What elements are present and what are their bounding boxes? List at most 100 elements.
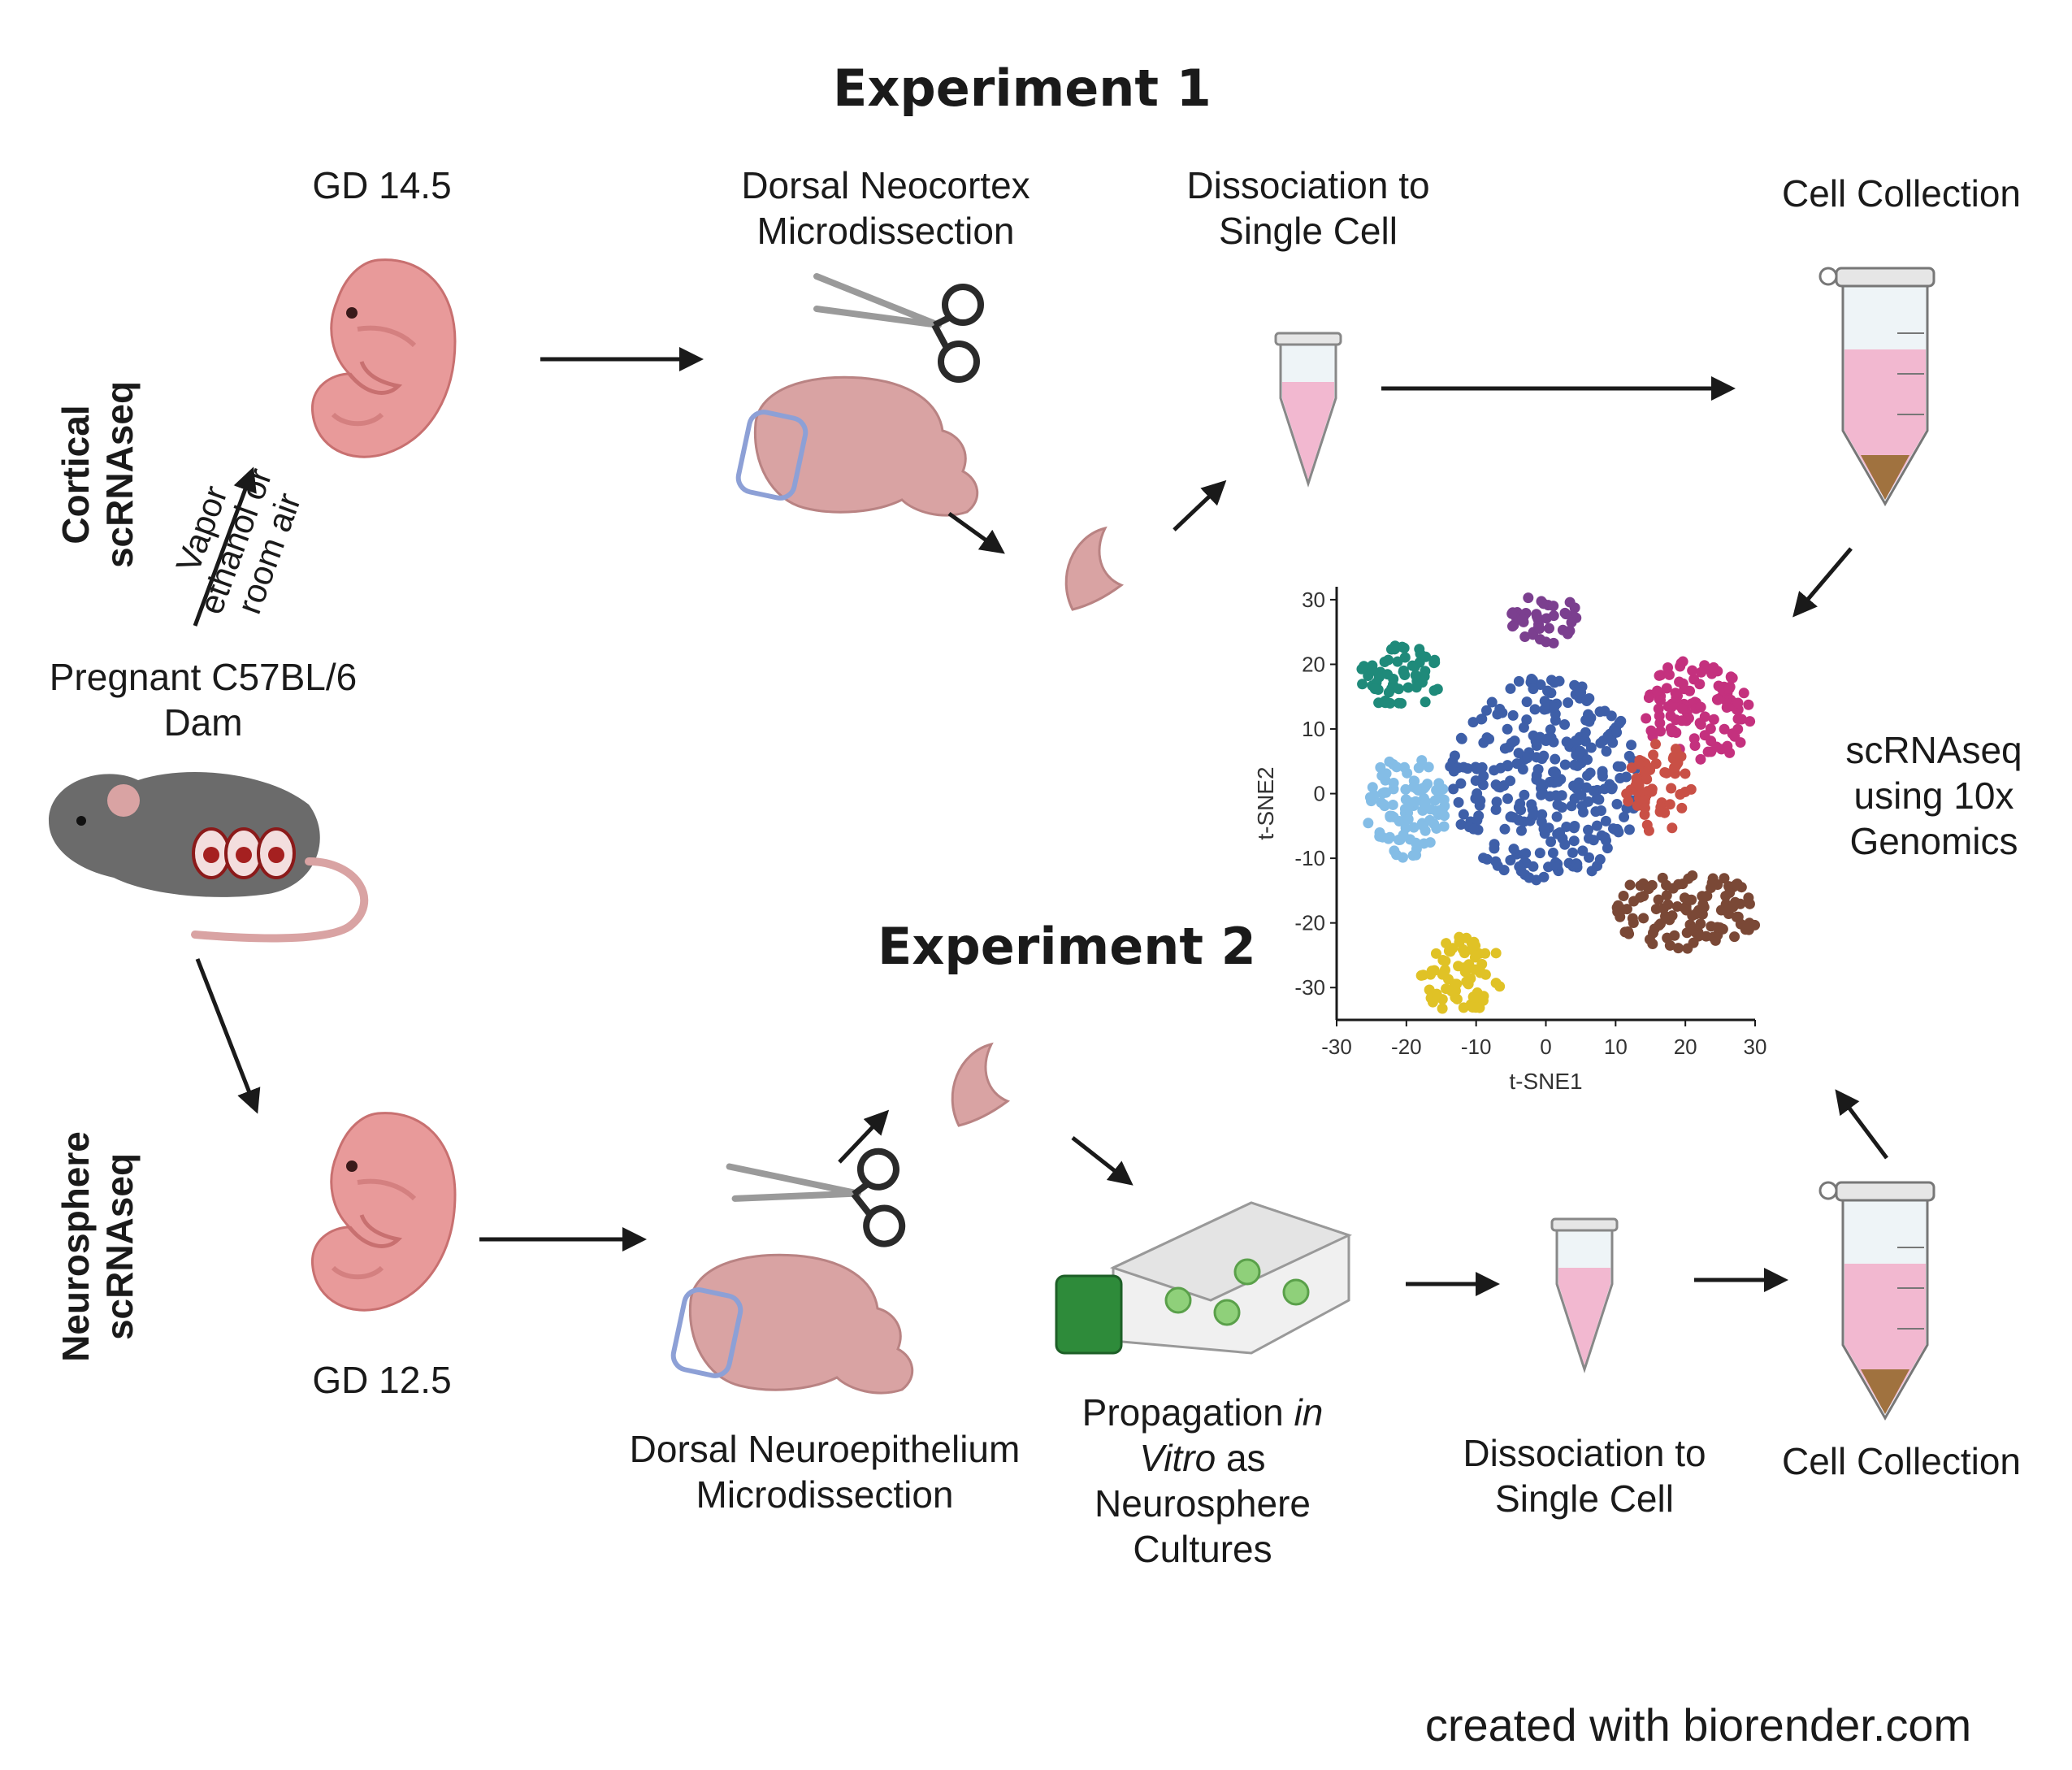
- x-axis-label: t-SNE1: [1509, 1069, 1582, 1094]
- scatter-point: [1387, 799, 1398, 810]
- scatter-point: [1424, 804, 1436, 815]
- scatter-point: [1467, 991, 1479, 1003]
- scatter-point: [1357, 679, 1368, 690]
- dorsal-neocortex-label: Dorsal Neocortex Microdissection: [741, 164, 1030, 252]
- scrnaseq-10x-label: scRNAseq using 10x Genomics: [1845, 729, 2022, 862]
- scatter-point: [1552, 799, 1563, 810]
- scatter-point: [1451, 993, 1463, 1004]
- embryo-gd125-icon: [312, 1113, 455, 1311]
- scatter-point: [1377, 831, 1389, 843]
- scatter-point: [1461, 976, 1472, 987]
- y-tick-label: 20: [1302, 652, 1325, 676]
- scatter-point: [1697, 891, 1708, 902]
- scatter-point: [1439, 800, 1450, 812]
- scatter-point: [1655, 726, 1667, 737]
- cell-collection-1-label: Cell Collection: [1781, 172, 2021, 215]
- scatter-point: [1676, 802, 1688, 813]
- scatter-point: [1567, 847, 1578, 858]
- scatter-point: [1400, 783, 1411, 795]
- scatter-point: [1729, 931, 1740, 943]
- scatter-point: [1402, 813, 1414, 825]
- scatter-point: [1459, 948, 1470, 959]
- scatter-point: [1615, 761, 1627, 772]
- scatter-point: [1394, 697, 1405, 709]
- scatter-point: [1368, 665, 1379, 676]
- scatter-point: [1611, 798, 1623, 809]
- scatter-point: [1597, 768, 1608, 779]
- scatter-point: [1725, 672, 1736, 683]
- scatter-point: [1506, 737, 1517, 748]
- scatter-point: [1664, 939, 1675, 951]
- scatter-point: [1643, 825, 1654, 836]
- scatter-point: [1458, 1002, 1469, 1013]
- scatter-point: [1418, 821, 1429, 832]
- scatter-point: [1424, 984, 1435, 996]
- scatter-point: [1453, 796, 1464, 808]
- scatter-point: [1551, 811, 1563, 822]
- scatter-point: [1524, 872, 1535, 883]
- scatter-point: [1439, 810, 1450, 822]
- scatter-point: [1549, 859, 1560, 870]
- scatter-point: [1480, 705, 1492, 716]
- scatter-point: [1506, 608, 1518, 619]
- arrow-brain1-to-tissue: [947, 511, 1005, 554]
- scatter-point: [1455, 819, 1467, 831]
- scatter-point: [1441, 938, 1452, 949]
- scatter-point: [1615, 715, 1627, 727]
- scatter-point: [1738, 688, 1749, 699]
- scatter-point: [1531, 752, 1542, 763]
- scatter-point: [1420, 651, 1432, 662]
- scatter-point: [1369, 683, 1381, 695]
- scatter-point: [1722, 740, 1733, 752]
- scatter-point: [1684, 685, 1696, 696]
- x-tick-label: -30: [1321, 1035, 1352, 1059]
- scatter-point: [1356, 663, 1368, 675]
- scatter-point: [1417, 805, 1428, 816]
- scatter-point: [1549, 677, 1560, 688]
- scatter-point: [1695, 753, 1706, 765]
- scatter-point: [1657, 872, 1668, 883]
- x-tick-label: 0: [1540, 1035, 1551, 1059]
- x-tick-label: 10: [1604, 1035, 1628, 1059]
- tube-collection-exp1-icon: [1818, 267, 1935, 505]
- arrow-tissue-to-flask: [1071, 1136, 1134, 1186]
- scatter-point: [1727, 901, 1739, 913]
- scatter-point: [1585, 742, 1597, 753]
- scatter-point: [1644, 762, 1655, 774]
- scatter-point: [1736, 714, 1747, 725]
- scatter-point: [1661, 890, 1672, 901]
- scatter-point: [1424, 837, 1436, 848]
- scatter-point: [1624, 879, 1636, 891]
- scatter-point: [1411, 844, 1422, 855]
- scatter-point: [1667, 883, 1679, 894]
- scatter-point: [1410, 796, 1421, 807]
- scatter-point: [1576, 687, 1587, 698]
- scatter-point: [1695, 718, 1706, 730]
- scatter-point: [1378, 799, 1389, 810]
- scatter-point: [1381, 787, 1392, 798]
- scatter-point: [1719, 723, 1730, 735]
- credit-label: created with biorender.com: [1424, 1699, 1972, 1750]
- scatter-point: [1499, 823, 1511, 835]
- propagation-label: Propagation in Vitro as Neurosphere Cult…: [1082, 1391, 1324, 1570]
- scatter-point: [1723, 683, 1735, 694]
- scatter-point: [1430, 948, 1441, 959]
- scatter-point: [1451, 978, 1463, 990]
- scatter-point: [1552, 776, 1563, 787]
- scatter-point: [1621, 788, 1632, 800]
- tube-collection-exp2-icon: [1818, 1181, 1935, 1420]
- scatter-point: [1680, 905, 1692, 916]
- scatter-point: [1477, 995, 1489, 1006]
- scatter-point: [1584, 693, 1595, 705]
- scatter-point: [1582, 754, 1593, 766]
- scatter-point: [1626, 740, 1637, 751]
- scatter-point: [1408, 822, 1420, 833]
- scatter-point: [1495, 762, 1506, 774]
- scatter-point: [1590, 806, 1602, 818]
- scatter-point: [1384, 831, 1395, 843]
- scatter-point: [1696, 666, 1707, 678]
- scatter-point: [1647, 938, 1658, 949]
- scatter-point: [1541, 636, 1552, 648]
- arrow-mouse-to-embryo2: [195, 958, 261, 1114]
